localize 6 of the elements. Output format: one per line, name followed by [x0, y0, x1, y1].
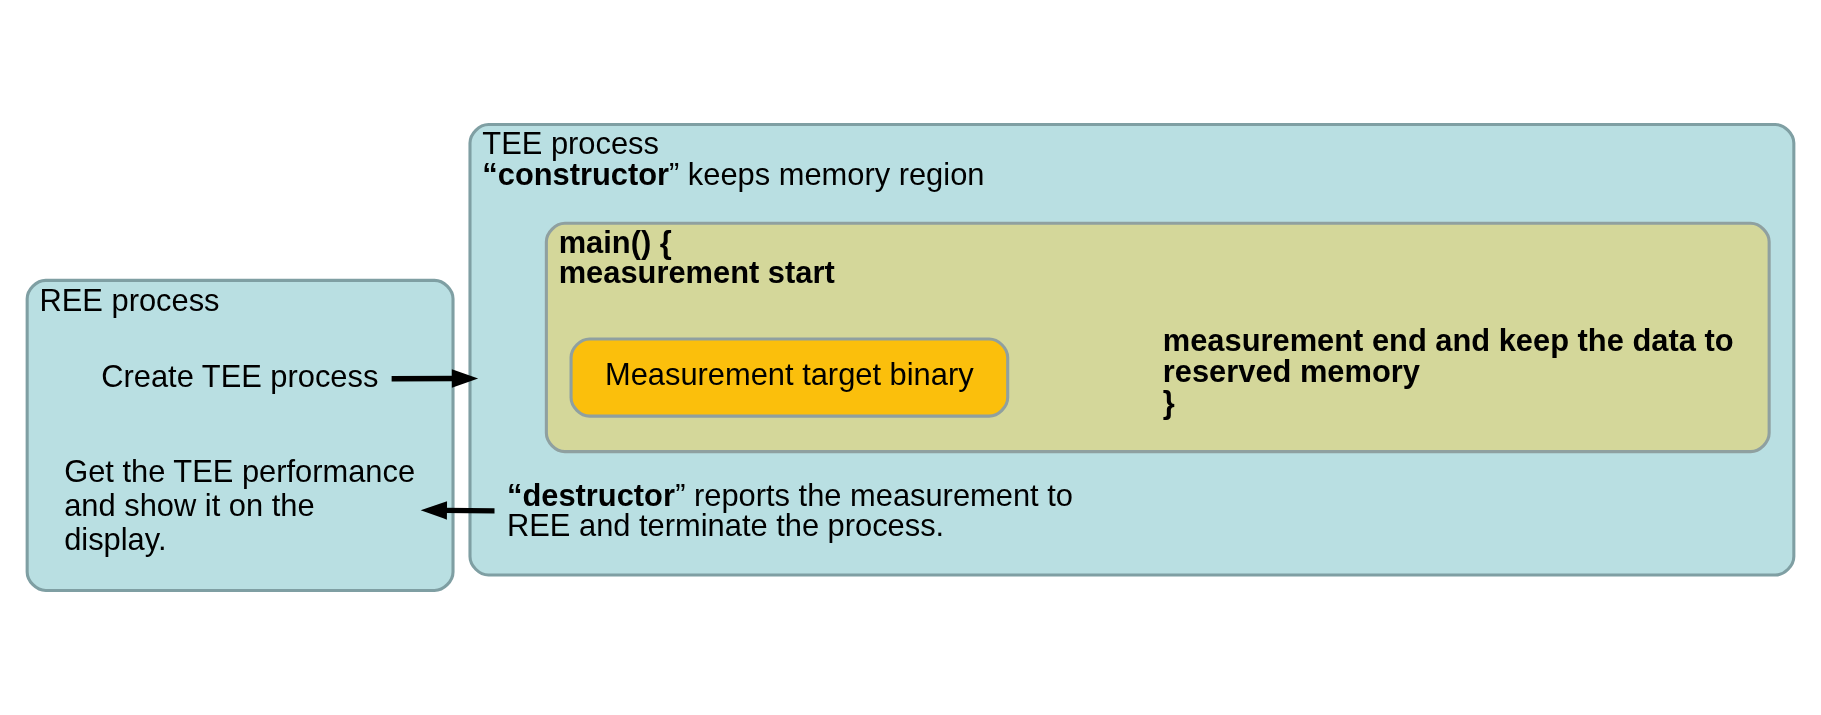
arrow	[420, 501, 495, 520]
node-box: Measurement target binary	[569, 337, 1010, 418]
node-text: Create TEE process	[101, 358, 379, 394]
arrow	[391, 369, 479, 388]
node-text: “destructor” reports the measurement to REE and terminate the process.	[507, 477, 1073, 544]
node-text: Get the TEE performance and show it on the display.	[64, 454, 416, 558]
